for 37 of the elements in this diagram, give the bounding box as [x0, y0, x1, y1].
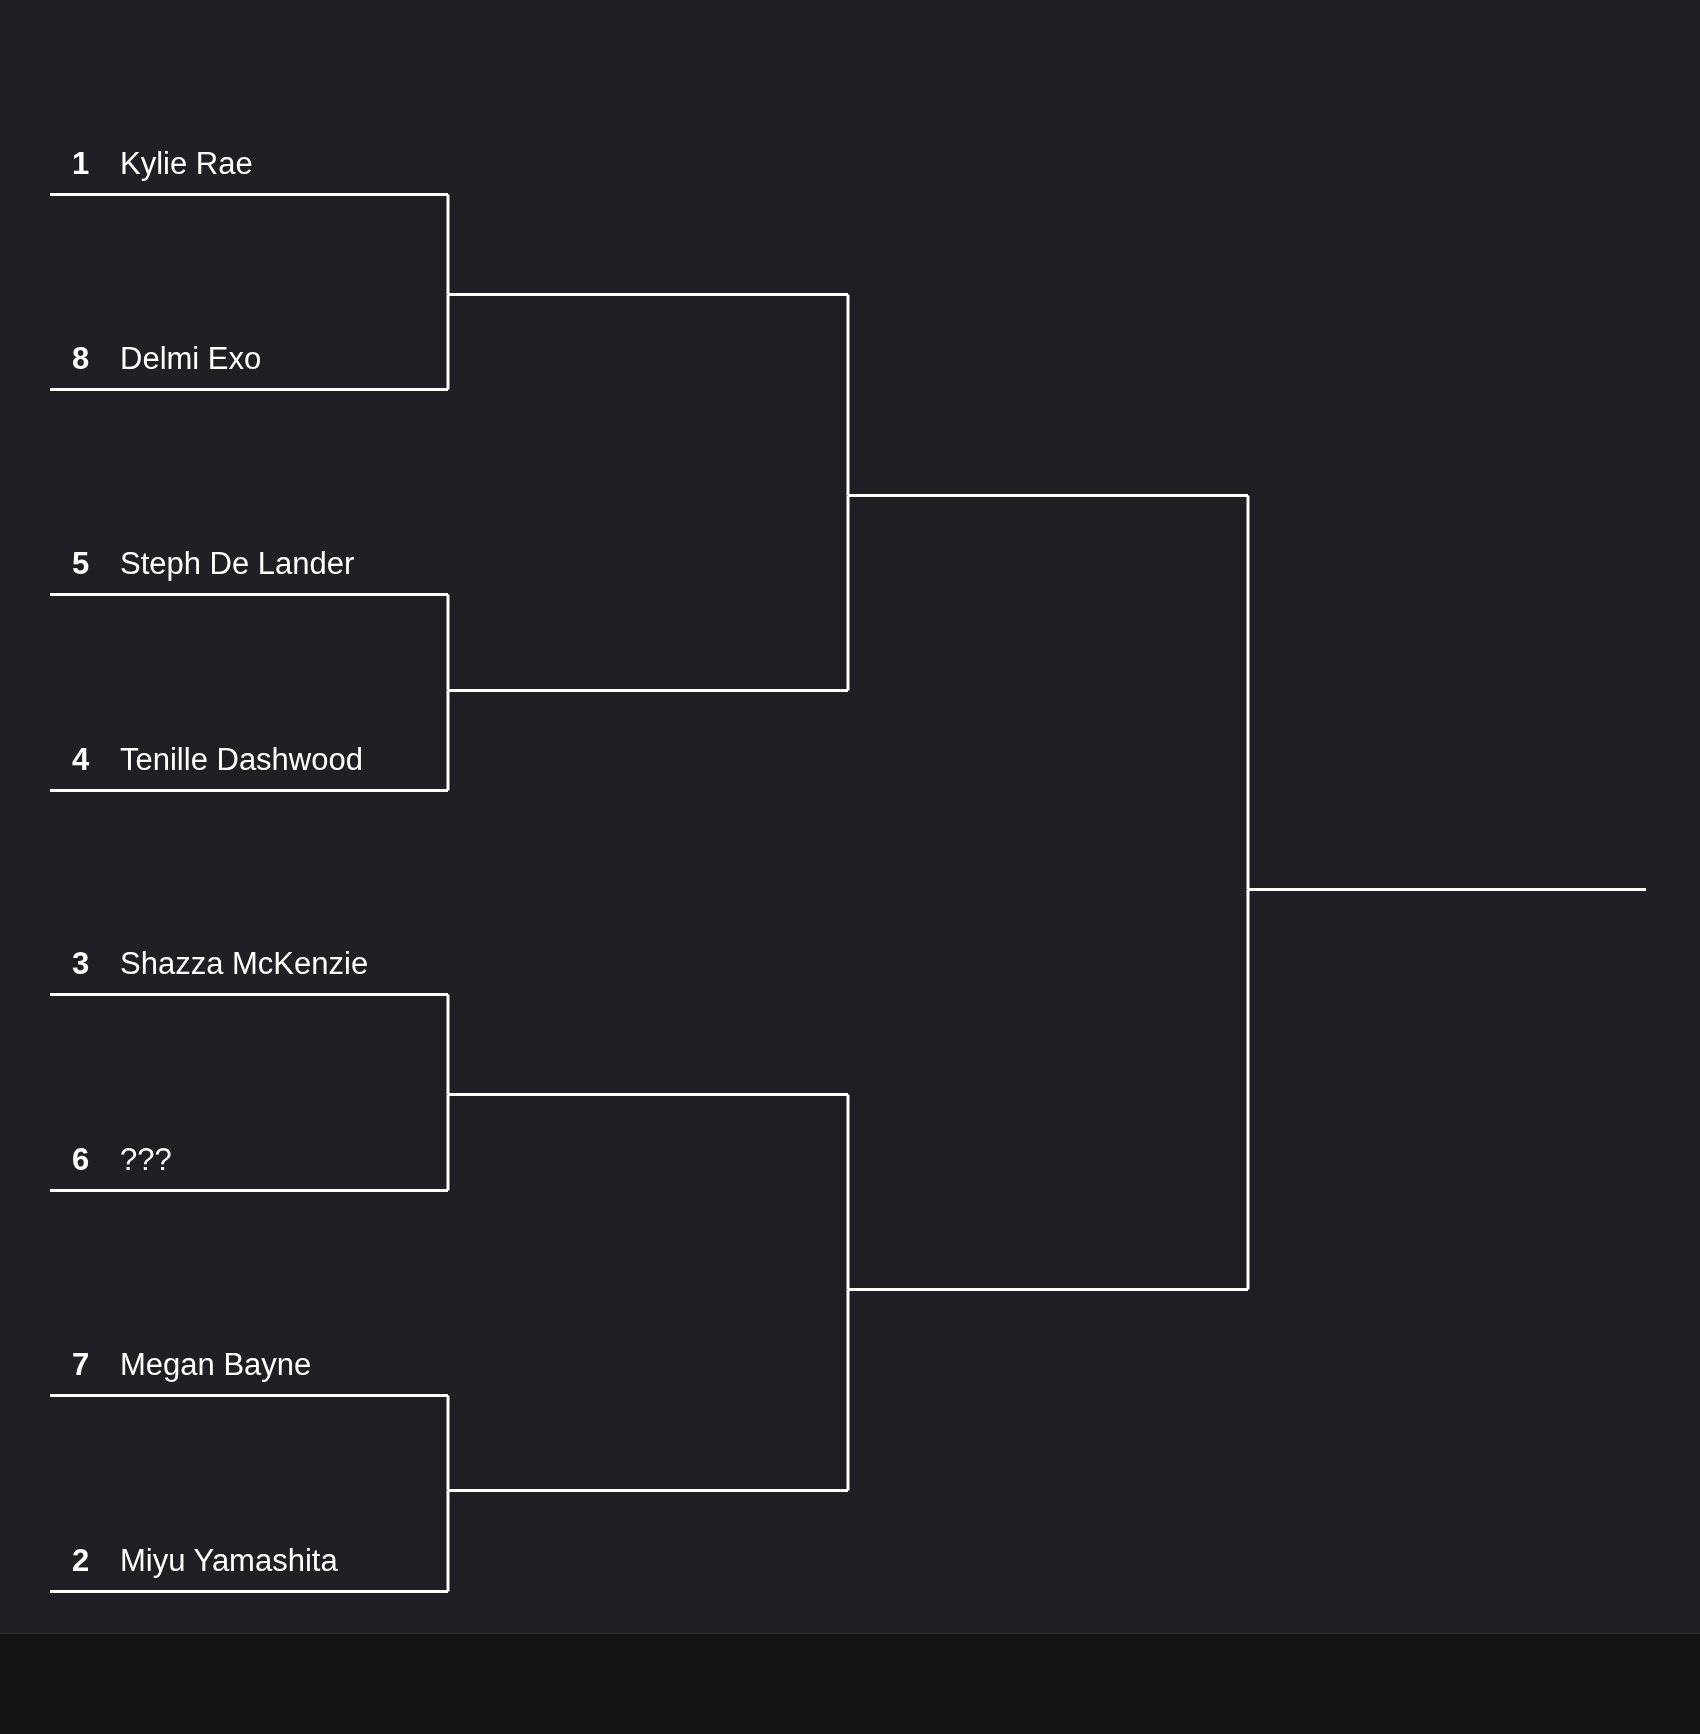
connector-line [446, 1395, 450, 1491]
bracket-line [448, 1093, 848, 1096]
seed-number: 6 [72, 1142, 90, 1178]
connector-line [446, 690, 450, 791]
competitor-name: Steph De Lander [120, 546, 355, 582]
connector-line [846, 294, 850, 496]
competitor-name: Megan Bayne [120, 1347, 312, 1383]
seed-number: 3 [72, 946, 90, 982]
seed-number: 4 [72, 742, 90, 778]
competitor-name: ??? [120, 1142, 172, 1178]
connector-line [846, 1094, 850, 1290]
connector-line [846, 1289, 850, 1491]
seed-number: 8 [72, 341, 90, 377]
bracket-line [848, 494, 1248, 497]
bracket-line [1248, 888, 1646, 891]
connector-line [446, 594, 450, 691]
connector-line [446, 194, 450, 295]
connector-line [446, 1490, 450, 1592]
competitor-name: Delmi Exo [120, 341, 262, 377]
competitor-name: Kylie Rae [120, 146, 253, 182]
competitor-name: Miyu Yamashita [120, 1543, 338, 1579]
competitor-name: Shazza McKenzie [120, 946, 369, 982]
connector-line [446, 994, 450, 1095]
seed-number: 1 [72, 146, 90, 182]
connector-line [446, 1094, 450, 1191]
bracket-line [448, 1489, 848, 1492]
connector-line [846, 495, 850, 691]
connector-line [1246, 495, 1250, 890]
competitor-name: Tenille Dashwood [120, 742, 363, 778]
bracket-line [448, 689, 848, 692]
seed-number: 2 [72, 1543, 90, 1579]
connector-line [1246, 889, 1250, 1290]
connector-line [446, 294, 450, 390]
seed-number: 7 [72, 1347, 90, 1383]
seed-number: 5 [72, 546, 90, 582]
bracket-line [848, 1288, 1248, 1291]
bracket-line [448, 293, 848, 296]
